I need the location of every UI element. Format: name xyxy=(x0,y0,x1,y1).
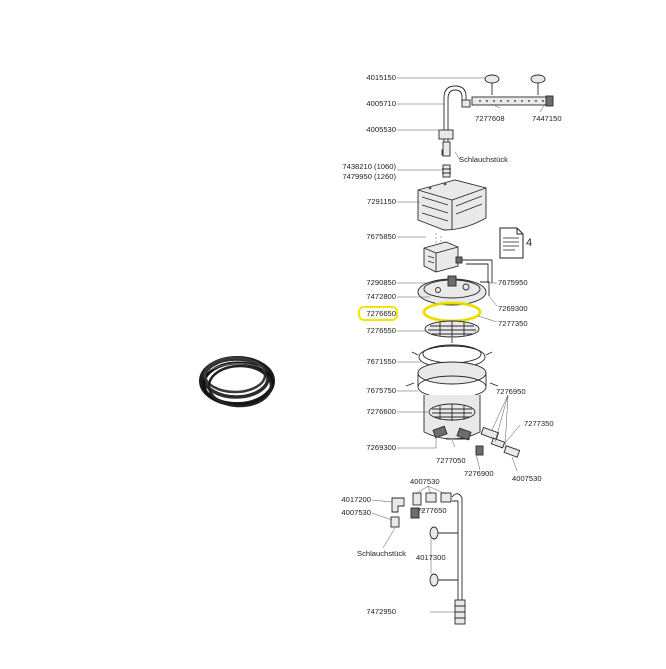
label-7269300-bottom: 7269300 xyxy=(366,443,396,452)
label-4007530-right: 4007530 xyxy=(512,474,542,483)
pump-connector xyxy=(442,164,451,178)
label-7277650: 7277650 xyxy=(417,506,447,515)
label-4005710: 4005710 xyxy=(366,99,396,108)
sealing-ring-photo xyxy=(199,356,275,408)
label-7276900: 7276900 xyxy=(464,469,494,478)
label-7277050: 7277050 xyxy=(436,456,466,465)
label-7671550: 7671550 xyxy=(366,357,396,366)
label-4017200: 4017200 xyxy=(341,495,371,504)
label-7269300-top: 7269300 xyxy=(498,304,528,313)
label-7675750: 7675750 xyxy=(366,386,396,395)
label-7290850: 7290850 xyxy=(366,278,396,287)
label-7276650-highlighted: 7276650 xyxy=(366,309,396,318)
intake-hose-assembly xyxy=(390,492,466,625)
label-schlauchstueck-top: Schlauchstück xyxy=(459,155,508,164)
part-number-labels: 4015150 4005710 7277608 7447150 4005530 … xyxy=(341,73,561,616)
motor-unit xyxy=(423,233,493,283)
canister-body xyxy=(405,361,499,441)
label-4007530-bottom: 4007530 xyxy=(410,477,440,486)
top-filter-basket xyxy=(424,320,480,338)
manual-document-icon xyxy=(499,227,524,259)
label-7277608: 7277608 xyxy=(475,114,505,123)
label-7276600: 7276600 xyxy=(366,407,396,416)
hose-piece-top xyxy=(442,141,451,157)
label-document-number: 4 xyxy=(526,237,532,249)
pump-head-cover xyxy=(417,179,487,231)
valve-connectors xyxy=(475,426,521,458)
label-7291150: 7291150 xyxy=(367,197,396,206)
label-4015150: 4015150 xyxy=(366,73,396,82)
highlight-box xyxy=(358,306,398,321)
lid-sealing-ring xyxy=(422,301,482,323)
label-4007530-left: 4007530 xyxy=(341,508,371,517)
leader-lines xyxy=(371,77,546,613)
label-4005530: 4005530 xyxy=(366,125,396,134)
label-4017300: 4017300 xyxy=(416,553,446,562)
label-7472800: 7472800 xyxy=(366,292,396,301)
label-schlauchstueck-bottom: Schlauchstück xyxy=(357,549,406,558)
label-7438210: 7438210 (1060) xyxy=(342,162,396,171)
label-7447150: 7447150 xyxy=(532,114,562,123)
label-7472950: 7472950 xyxy=(366,607,396,616)
label-7277350-top: 7277350 xyxy=(498,319,528,328)
label-7276550: 7276550 xyxy=(366,326,396,335)
label-7675950: 7675950 xyxy=(498,278,528,287)
filter-lid xyxy=(417,275,490,306)
label-7675850: 7675850 xyxy=(366,232,396,241)
label-7277350-right: 7277350 xyxy=(524,419,554,428)
label-7276950: 7276950 xyxy=(496,387,526,396)
label-7479950: 7479950 (1260) xyxy=(342,172,396,181)
